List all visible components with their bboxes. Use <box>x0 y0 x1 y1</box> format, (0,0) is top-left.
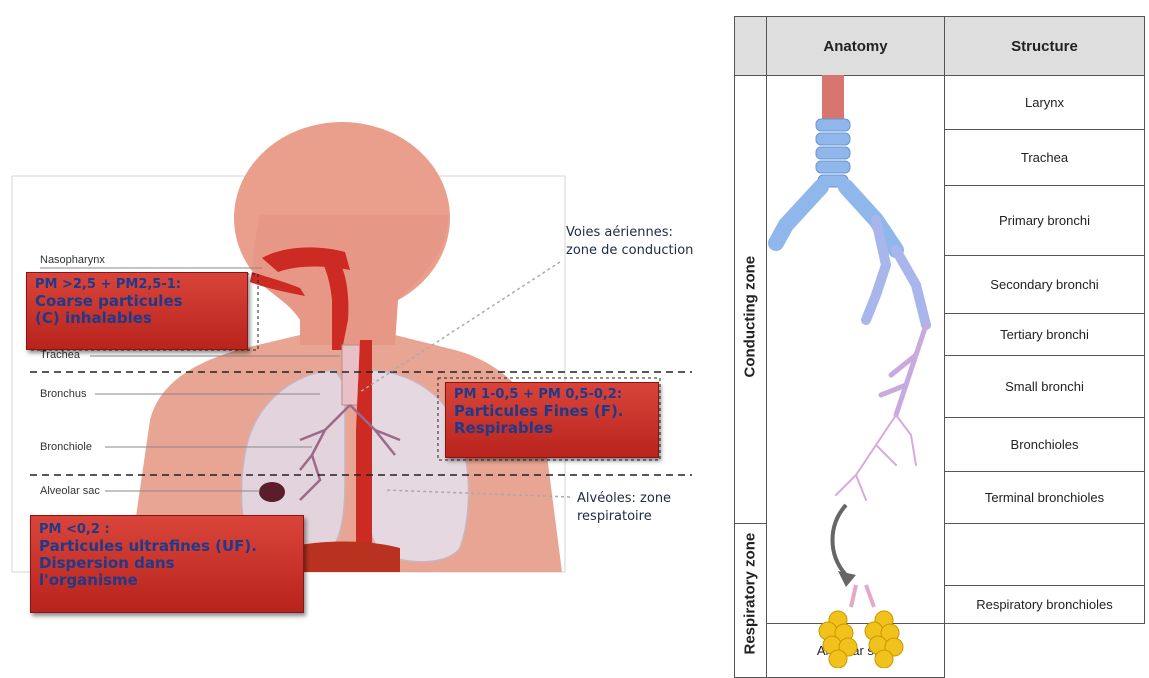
pm-coarse-line-3: (C) inhalables <box>35 310 239 327</box>
label-nasopharynx: Nasopharynx <box>40 254 105 266</box>
trachea-shape <box>342 345 360 405</box>
respiratory-bronchioles <box>851 585 874 607</box>
header-blank <box>735 17 767 76</box>
diaphragm-shape <box>300 542 400 572</box>
pm-ultrafine-line-2: Particules ultrafines (UF). <box>39 538 295 555</box>
small-bronchi <box>881 325 926 415</box>
arrow-head <box>838 571 856 587</box>
alveolar-sacs-shape <box>819 611 903 668</box>
label-bronchus: Bronchus <box>40 388 86 400</box>
respiratory-figure: Nasopharynx Trachea Bronchus Bronchiole … <box>0 0 720 668</box>
label-trachea: Trachea <box>40 349 80 361</box>
label-alveolar-sac: Alveolar sac <box>40 485 100 497</box>
header-structure: Structure <box>945 17 1145 76</box>
trachea-rings <box>816 119 850 187</box>
structure-cell: Larynx <box>945 76 1145 130</box>
pm-fine-line-3: Respirables <box>454 420 650 437</box>
structure-cell: Bronchioles <box>945 418 1145 472</box>
table-header-row: Anatomy Structure <box>735 17 1145 76</box>
pm-ultrafine-line-3: Dispersion dans <box>39 555 295 572</box>
pm-coarse-line-2: Coarse particules <box>35 293 239 310</box>
structure-cell <box>945 524 1145 586</box>
pm-ultrafine-line-4: l'organisme <box>39 572 295 589</box>
alveolar-sac-shape <box>259 482 285 502</box>
arrow-shape <box>833 505 847 575</box>
label-bronchiole: Bronchiole <box>40 441 92 453</box>
structure-cell: Primary bronchi <box>945 186 1145 256</box>
header-anatomy: Anatomy <box>767 17 945 76</box>
structure-cell: Tertiary bronchi <box>945 314 1145 356</box>
pm-ultrafine-line-1: PM <0,2 : <box>39 521 295 538</box>
pm-fine-line-1: PM 1-0,5 + PM 0,5-0,2: <box>454 386 650 403</box>
annotation-conduction-zone: Voies aériennes: zone de conduction <box>566 224 693 260</box>
structure-cell: Secondary bronchi <box>945 256 1145 314</box>
bronchioles <box>836 415 916 500</box>
zone-label-respiratory: Respiratory zone <box>742 555 759 655</box>
structure-cell: Small bronchi <box>945 356 1145 418</box>
pm-box-coarse: PM >2,5 + PM2,5-1: Coarse particules (C)… <box>26 272 248 350</box>
pm-fine-line-2: Particules Fines (F). <box>454 403 650 420</box>
zone-label-conducting: Conducting zone <box>742 258 759 378</box>
airway-tree-illustration <box>766 75 944 668</box>
pm-coarse-line-1: PM >2,5 + PM2,5-1: <box>35 276 239 293</box>
pm-box-ultrafine: PM <0,2 : Particules ultrafines (UF). Di… <box>30 515 304 613</box>
annotation-respiratory-zone: Alvéoles: zone respiratoire <box>577 490 671 526</box>
pm-box-fine: PM 1-0,5 + PM 0,5-0,2: Particules Fines … <box>445 382 659 458</box>
structure-cell: Trachea <box>945 130 1145 186</box>
structure-cell: Respiratory bronchioles <box>945 586 1145 624</box>
larynx-shape <box>822 75 844 119</box>
structure-cell: Terminal bronchioles <box>945 472 1145 524</box>
